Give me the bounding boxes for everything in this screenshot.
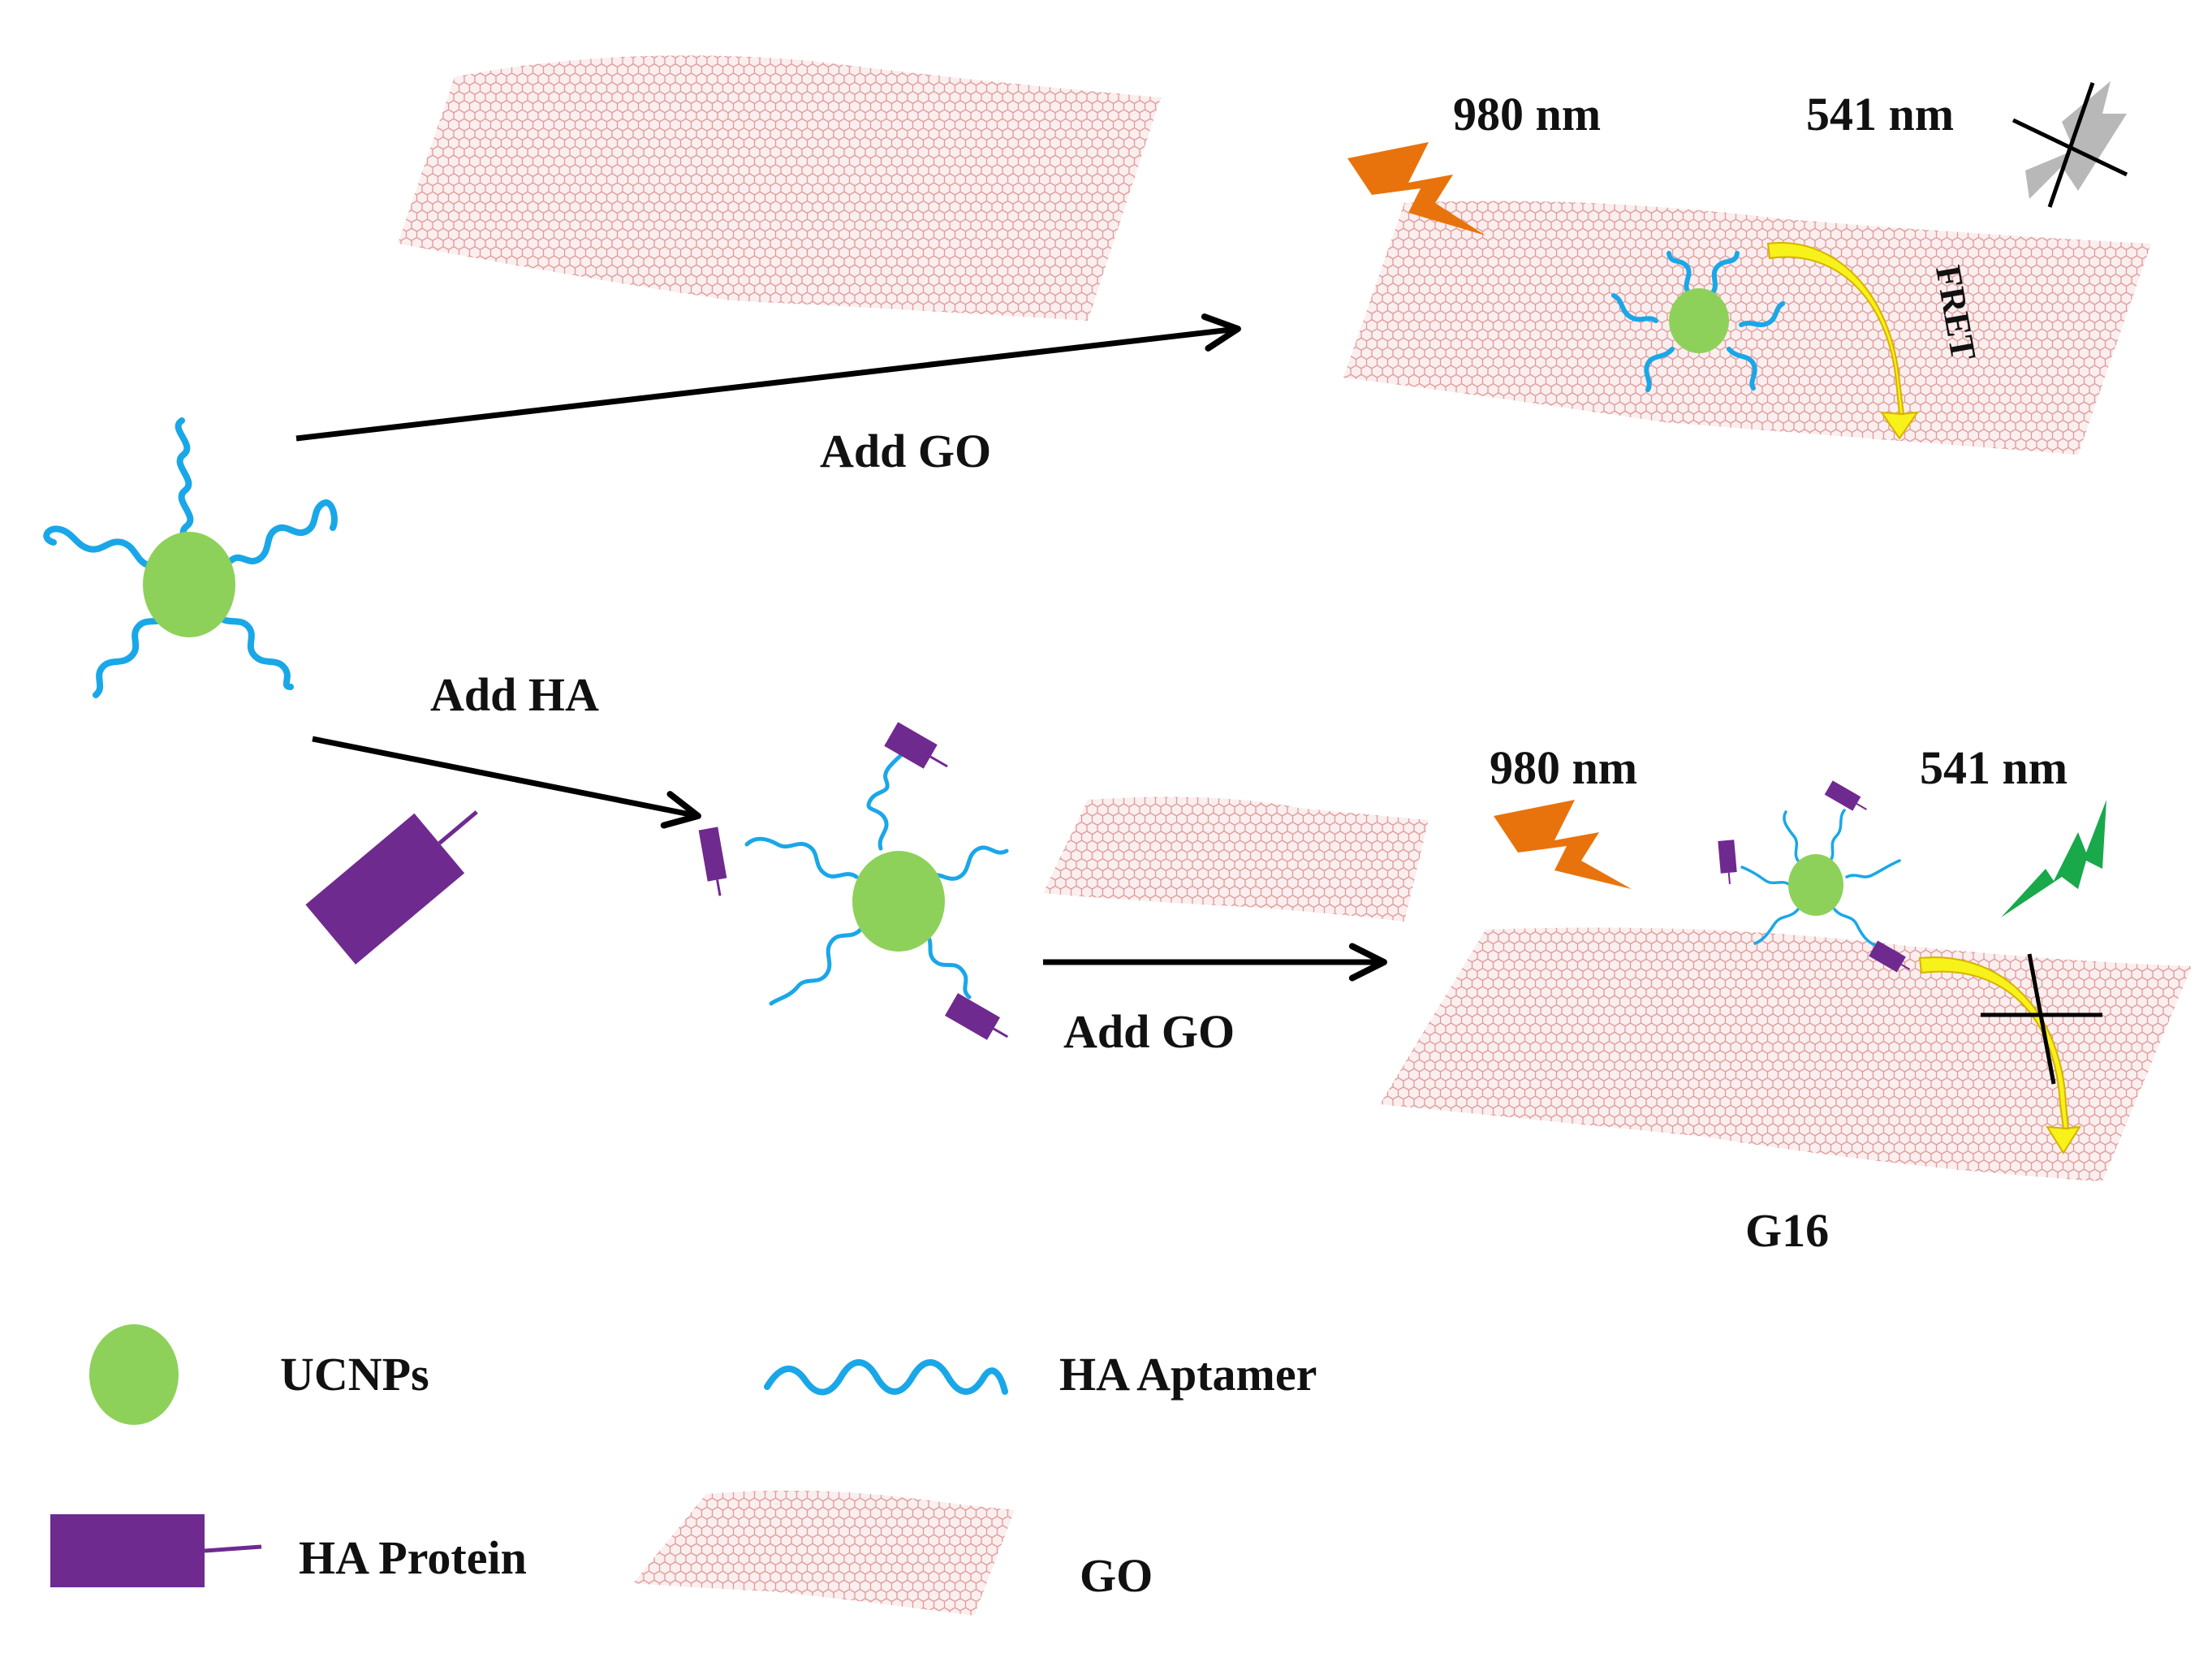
- aptamer-strand: [1739, 301, 1785, 327]
- ha-protein-bound: [698, 722, 1009, 1040]
- aptamer-strand: [769, 927, 863, 1006]
- aptamer-strand: [1833, 908, 1877, 947]
- ha-protein-free: [305, 810, 478, 965]
- aptamer-strand: [216, 614, 294, 690]
- legend-item-go: GO: [633, 1491, 1153, 1616]
- blocked-cross-bottom: [1981, 953, 2102, 1085]
- lightning-bolt-541-quenched: [2011, 81, 2128, 208]
- aptamer-strand: [1845, 859, 1901, 879]
- aptamer-strand: [1727, 347, 1757, 391]
- aptamer-strand: [866, 753, 903, 851]
- aptamer-strand: [744, 836, 859, 879]
- go-sheet-bottom-middle: [1043, 796, 1429, 922]
- ucnp-bound-ha-middle: [698, 722, 1009, 1040]
- label-541nm-top: 541 nm: [1806, 88, 1954, 140]
- label-980nm-top: 980 nm: [1453, 88, 1601, 140]
- aptamer-strand: [1740, 866, 1792, 887]
- label-541nm-bottom: 541 nm: [1920, 741, 2068, 794]
- ucnp-on-go-top: [1611, 251, 1785, 392]
- arrow-add-ha: [312, 736, 701, 829]
- aptamer-strand: [1644, 347, 1675, 392]
- legend-item-ha-aptamer: HA Aptamer: [764, 1348, 1317, 1401]
- legend-label-go: GO: [1080, 1549, 1153, 1602]
- aptamer-strand: [93, 614, 170, 698]
- aptamer-strand: [923, 931, 972, 999]
- aptamer-strand: [1829, 809, 1846, 862]
- fret-arrow-bottom-blocked: [1918, 956, 2081, 1155]
- go-sheet-top-right: [1343, 201, 2151, 455]
- legend-item-ha-protein: HA Protein: [50, 1514, 527, 1587]
- aptamer-strand: [228, 499, 338, 565]
- ucnp-particle: [143, 532, 235, 637]
- lightning-bolt-980-top: [1347, 142, 1485, 235]
- legend-label-ha-aptamer: HA Aptamer: [1059, 1348, 1317, 1401]
- go-sheet-bottom-right: [1380, 927, 2192, 1181]
- label-add-go-top: Add GO: [820, 425, 991, 477]
- lightning-bolt-541-emission: [2001, 800, 2106, 917]
- legend-ucnp-swatch: [89, 1324, 179, 1425]
- go-sheet-top-left: [398, 55, 1161, 322]
- label-add-go-bottom: Add GO: [1063, 1005, 1235, 1058]
- aptamer-strand: [1783, 810, 1800, 862]
- legend-label-ucnps: UCNPs: [280, 1348, 429, 1401]
- legend-item-ucnps: UCNPs: [89, 1324, 429, 1425]
- aptamer-strand: [43, 525, 149, 568]
- aptamer-strand: [927, 845, 1009, 881]
- legend-aptamer-swatch: [764, 1359, 1008, 1396]
- label-add-ha: Add HA: [430, 668, 599, 721]
- ucnp-on-go-bottom: [1718, 780, 1911, 973]
- aptamer-strand: [1667, 251, 1692, 295]
- ucnp-with-aptamers-left: [43, 417, 338, 698]
- ucnp-particle: [1669, 288, 1729, 353]
- legend-label-ha-protein: HA Protein: [299, 1531, 527, 1584]
- lightning-bolt-980-bottom: [1494, 800, 1632, 889]
- arrow-add-go-top: [295, 313, 1241, 442]
- legend-protein-swatch: [50, 1514, 205, 1587]
- fret-arrow-top: [1766, 242, 1920, 440]
- aptamer-strand: [1753, 908, 1800, 945]
- legend: UCNPs HA Aptamer HA Protein GO: [50, 1324, 1317, 1616]
- aptamer-strand: [1611, 293, 1658, 323]
- aptamer-strand: [1710, 251, 1740, 295]
- label-g16: G16: [1745, 1204, 1829, 1257]
- label-980nm-bottom: 980 nm: [1490, 741, 1637, 794]
- ucnp-particle: [852, 851, 945, 952]
- ucnp-particle: [1788, 854, 1843, 916]
- ha-protein-bound: [1718, 780, 1911, 973]
